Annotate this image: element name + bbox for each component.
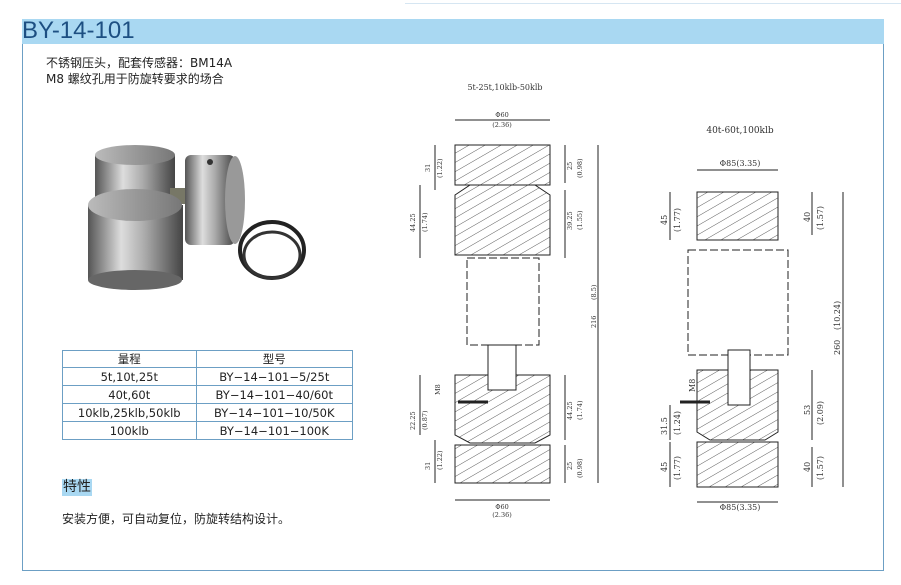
cell-model: BY−14−101−40/60t bbox=[195, 385, 354, 404]
dim-label: 40 bbox=[803, 462, 812, 472]
dim-label: (0.98) bbox=[576, 458, 584, 478]
dim-label: 44.25 bbox=[566, 401, 574, 420]
dim-label: (10.24) bbox=[833, 301, 842, 330]
caption: 5t-25t,10klb-50klb bbox=[467, 83, 542, 92]
header-bar bbox=[22, 19, 884, 44]
cell-range: 100klb bbox=[62, 421, 197, 440]
thread-label: M8 bbox=[688, 379, 697, 392]
features-heading: 特性 bbox=[62, 479, 92, 496]
cell-model: BY−14−101−100K bbox=[195, 421, 354, 440]
drawing-right: 40t-60t,100klb bbox=[669, 126, 844, 503]
dim-label: 40 bbox=[803, 212, 812, 222]
dim-label: Φ85(3.35) bbox=[720, 159, 761, 168]
top-rule bbox=[405, 3, 901, 4]
dim-label: (1.77) bbox=[673, 208, 682, 232]
dim-label: 260 bbox=[833, 340, 842, 355]
dim-label: (1.57) bbox=[816, 206, 825, 230]
dim-label: (1.57) bbox=[816, 456, 825, 480]
caption: 40t-60t,100klb bbox=[706, 126, 774, 136]
dim-label: (1.22) bbox=[436, 450, 444, 470]
thread-label: M8 bbox=[434, 384, 442, 395]
content-frame bbox=[22, 44, 884, 571]
dim-label: Φ60 bbox=[495, 111, 509, 119]
dim-label: (1.55) bbox=[576, 210, 584, 230]
dim-label: (0.87) bbox=[421, 410, 429, 430]
dim-label: (1.22) bbox=[436, 158, 444, 178]
dim-label: 31 bbox=[424, 462, 432, 470]
dim-label: 39.25 bbox=[566, 211, 574, 230]
dim-label: (1.74) bbox=[421, 212, 429, 232]
dim-label: (1.74) bbox=[576, 400, 584, 420]
dim-label: (8.5) bbox=[590, 284, 598, 300]
dim-label: 53 bbox=[803, 405, 812, 415]
dim-label: 45 bbox=[660, 462, 669, 472]
dim-label: (0.98) bbox=[576, 158, 584, 178]
page-title: BY-14-101 bbox=[22, 17, 135, 44]
dim-label: 25 bbox=[566, 162, 574, 170]
dim-label: 31 bbox=[424, 164, 432, 172]
dim-label: (2.36) bbox=[492, 511, 512, 519]
product-photo bbox=[88, 145, 306, 290]
dim-label: 216 bbox=[590, 316, 598, 328]
drawing-left: 5t-25t,10klb-50klb bbox=[419, 83, 599, 501]
dim-label: (1.77) bbox=[673, 456, 682, 480]
dim-label: 44.25 bbox=[409, 213, 417, 232]
dim-label: 31.5 bbox=[660, 417, 669, 435]
features-text: 安装方便，可自动复位，防旋转结构设计。 bbox=[62, 512, 291, 526]
dim-label: Φ85(3.35) bbox=[720, 503, 761, 512]
dim-label: 25 bbox=[566, 462, 574, 470]
description-line: 不锈钢压头，配套传感器：BM14A bbox=[46, 56, 233, 70]
dim-label: 45 bbox=[660, 215, 669, 225]
dim-label: (2.36) bbox=[492, 121, 512, 129]
col-range: 量程 bbox=[62, 350, 197, 368]
dim-label: (1.24) bbox=[673, 411, 682, 435]
description: 不锈钢压头，配套传感器：BM14A M8 螺纹孔用于防旋转要求的场合 bbox=[46, 55, 232, 87]
dim-label: Φ60 bbox=[495, 503, 509, 511]
dim-label: 22.25 bbox=[409, 411, 417, 430]
description-line: M8 螺纹孔用于防旋转要求的场合 bbox=[46, 72, 224, 86]
dim-label: (2.09) bbox=[816, 401, 825, 425]
